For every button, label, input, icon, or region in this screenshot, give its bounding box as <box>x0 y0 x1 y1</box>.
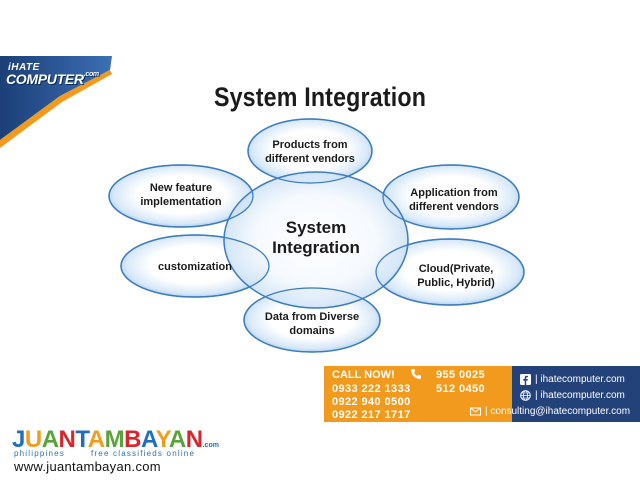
juantambayan-suffix: .com <box>202 442 219 449</box>
node-cloud-outline <box>375 238 525 306</box>
brand-domain-suffix: .com <box>83 71 99 78</box>
wordmark-letter: T <box>75 426 88 453</box>
brand-logo-text[interactable]: COMPUTER.com <box>6 71 99 87</box>
wordmark-letter: M <box>104 426 125 453</box>
wordmark-letter: A <box>140 426 156 453</box>
node-data-outline <box>243 287 381 353</box>
website-text: | ihatecomputer.com <box>535 389 625 401</box>
phone-number-5[interactable]: 512 0450 <box>436 383 486 395</box>
node-application-outline <box>382 164 520 230</box>
facebook-link[interactable]: | ihatecomputer.com <box>520 372 625 386</box>
footer-country: philippines <box>14 449 66 458</box>
center-line1: System <box>285 218 347 237</box>
node-application-label: Application from different vendors <box>394 186 514 214</box>
facebook-text: | ihatecomputer.com <box>535 373 625 385</box>
node-products-outline <box>247 118 373 184</box>
email-link[interactable]: | consulting@ihatecomputer.com <box>470 404 630 418</box>
wordmark-letter: Y <box>155 426 170 453</box>
wordmark-letter: B <box>124 426 141 453</box>
wordmark-letter: J <box>12 426 25 453</box>
phone-number-1[interactable]: 0933 222 1333 <box>332 383 411 395</box>
node-cloud-line2: Public, Hybrid) <box>417 277 495 289</box>
node-application-line2: different vendors <box>409 201 499 213</box>
center-line2: Integration <box>272 238 360 257</box>
node-products-line1: Products from <box>272 139 348 151</box>
node-new-feature-outline <box>108 164 254 228</box>
wordmark-letter: A <box>168 426 186 453</box>
node-products-line2: different vendors <box>265 153 355 165</box>
brand-top-text: iHATE <box>8 62 40 73</box>
contact-panel: CALL NOW! 0933 222 1333 0922 940 0500 09… <box>324 366 640 422</box>
node-application-line1: Application from <box>410 187 498 199</box>
juantambayan-wordmark: JUANTAMBAYAN <box>12 426 203 453</box>
footer-subline: philippines free classifieds online <box>14 449 195 458</box>
wordmark-letter: N <box>58 426 76 453</box>
website-link[interactable]: | ihatecomputer.com <box>520 388 625 402</box>
wordmark-letter: N <box>185 426 203 453</box>
center-label: System Integration <box>256 218 376 258</box>
center-bubble <box>223 171 409 309</box>
phone-icon <box>411 369 421 379</box>
node-cloud-line1: Cloud(Private, <box>418 263 494 275</box>
globe-icon <box>520 389 531 401</box>
page-title: System Integration <box>213 82 427 112</box>
footer-tagline: free classifieds online <box>91 449 196 458</box>
wordmark-letter: A <box>87 426 105 453</box>
brand-main-text: COMPUTER <box>6 71 84 87</box>
phone-number-3[interactable]: 0922 217 1717 <box>332 409 411 421</box>
node-data-line2: domains <box>289 325 335 337</box>
node-new-feature-label: New feature implementation <box>126 181 236 209</box>
footer-url[interactable]: www.juantambayan.com <box>14 459 161 474</box>
wordmark-letter: A <box>41 426 59 453</box>
node-cloud-label: Cloud(Private, Public, Hybrid) <box>396 262 516 290</box>
facebook-icon <box>520 373 531 385</box>
juantambayan-logo[interactable]: JUANTAMBAYAN.com <box>12 428 219 452</box>
wordmark-letter: U <box>24 426 42 453</box>
node-new-feature-line1: New feature <box>149 182 213 194</box>
node-customization-label: customization <box>140 260 250 274</box>
node-new-feature-line2: implementation <box>140 196 222 208</box>
brand-banner <box>0 56 112 148</box>
email-icon <box>470 407 481 415</box>
call-now-label: CALL NOW! <box>332 369 395 381</box>
email-text: | consulting@ihatecomputer.com <box>485 405 631 417</box>
contact-online-panel <box>512 366 640 422</box>
phone-number-4[interactable]: 955 0025 <box>436 369 486 381</box>
node-products-label: Products from different vendors <box>250 138 370 166</box>
node-data-label: Data from Diverse domains <box>254 310 370 338</box>
node-customization-line1: customization <box>158 261 232 273</box>
phone-number-2[interactable]: 0922 940 0500 <box>332 396 411 408</box>
node-data-line1: Data from Diverse <box>264 311 360 323</box>
node-customization-outline <box>120 234 270 298</box>
